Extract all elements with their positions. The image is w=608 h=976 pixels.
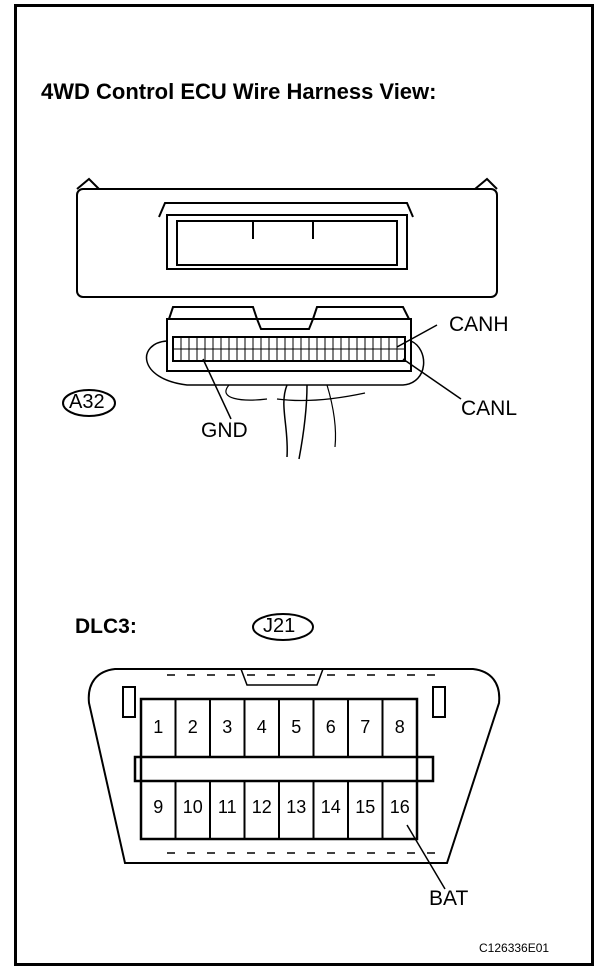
wiring-diagram <box>62 177 501 890</box>
dlc3-pin-2: 2 <box>187 717 198 737</box>
dlc3-pin-16: 16 <box>389 797 410 817</box>
dlc3-pin-13: 13 <box>286 797 307 817</box>
ecu-housing <box>76 177 498 298</box>
dlc3-pin-dividers <box>174 699 384 839</box>
dlc3-pin-6: 6 <box>325 717 336 737</box>
dlc3-pin-14: 14 <box>320 797 341 817</box>
dlc3-pin-7: 7 <box>360 717 371 737</box>
connector-code-a32: A32 <box>69 391 105 413</box>
gnd-label: GND <box>201 419 248 442</box>
ecu-harness-connector <box>145 306 425 460</box>
dlc3-pin-11: 11 <box>217 797 237 817</box>
canl-label: CANL <box>461 397 518 420</box>
connector-code-oval-j21 <box>252 613 314 641</box>
page-title: 4WD Control ECU Wire Harness View: <box>41 79 437 104</box>
dlc3-pin-1: 1 <box>153 717 164 737</box>
dlc3-connector <box>87 668 501 864</box>
canh-label: CANH <box>449 313 509 336</box>
dlc3-pin-9: 9 <box>153 797 164 817</box>
dlc3-pin-3: 3 <box>222 717 233 737</box>
dlc3-pin-5: 5 <box>291 717 302 737</box>
dlc3-pin-8: 8 <box>394 717 405 737</box>
dlc3-label: DLC3: <box>75 615 137 638</box>
dlc3-pin-10: 10 <box>182 797 203 817</box>
connector-code-oval-a32 <box>62 389 116 417</box>
dlc3-pin-15: 15 <box>355 797 376 817</box>
ecu-pin-grid <box>172 337 406 361</box>
dlc3-pin-12: 12 <box>251 797 272 817</box>
figure-frame: 4WD Control ECU Wire Harness View: <box>14 4 594 966</box>
connector-code-j21: J21 <box>263 615 296 637</box>
figure-code: C126336E01 <box>479 941 550 955</box>
dlc3-pin-4: 4 <box>256 717 267 737</box>
dlc3-ridges <box>167 674 435 854</box>
bat-label: BAT <box>429 887 469 910</box>
